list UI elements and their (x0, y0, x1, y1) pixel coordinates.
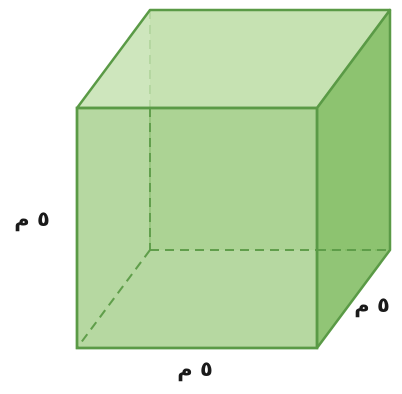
front-face-outline (75, 106, 319, 350)
hidden-edge-diagonal-overlay (76, 249, 151, 349)
width-label: ٥ م (177, 357, 213, 381)
height-label: ٥ م (14, 207, 50, 231)
front-face (75, 106, 319, 350)
depth-label: ٥ م (354, 293, 390, 317)
